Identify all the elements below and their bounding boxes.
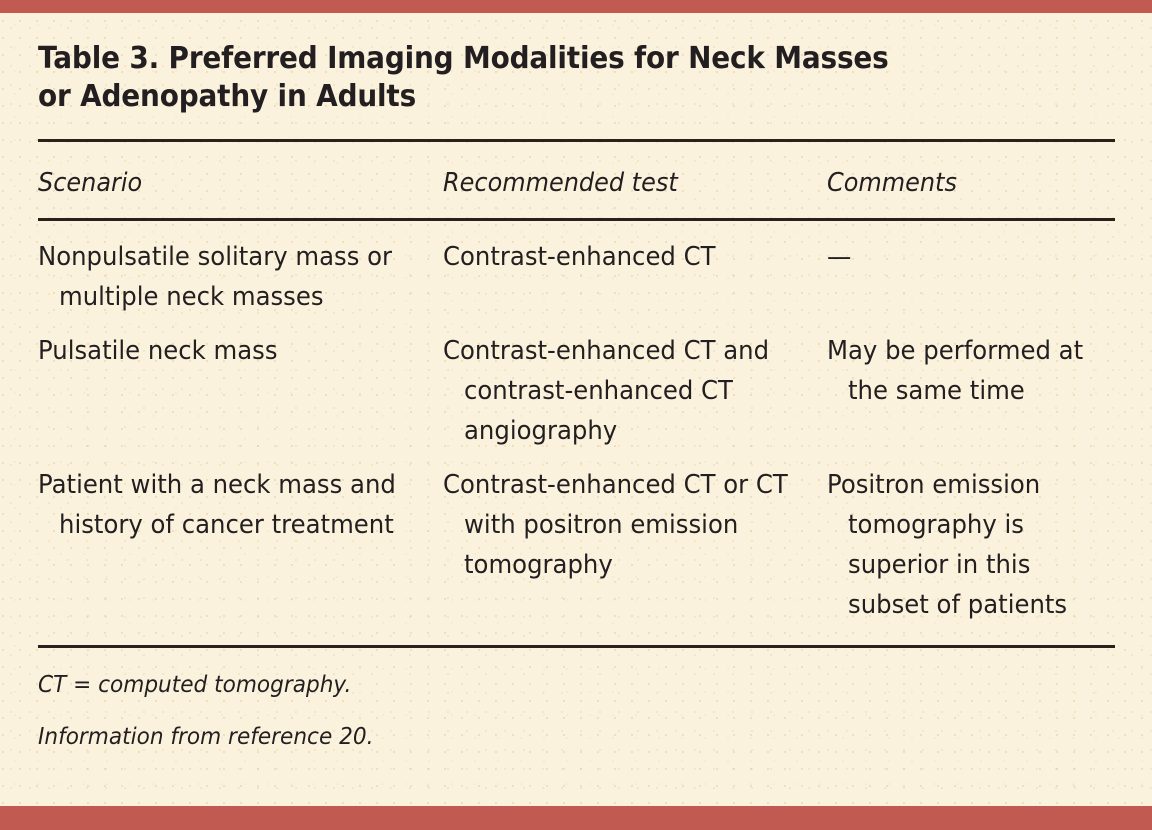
cell-text: Contrast-enhanced CT and contrast-enhanc…	[443, 336, 770, 446]
cell-recommended-test: Contrast-enhanced CT and contrast-enhanc…	[443, 317, 827, 451]
cell-text: Pulsatile neck mass	[38, 336, 278, 366]
table-header-rule	[38, 218, 1115, 221]
table-row: Nonpulsatile solitary mass or multiple n…	[38, 221, 1115, 317]
bottom-color-band	[0, 806, 1152, 830]
cell-text: Positron emission tomography is superior…	[827, 470, 1068, 620]
cell-scenario: Pulsatile neck mass	[38, 317, 443, 451]
top-color-band	[0, 0, 1152, 13]
cell-scenario: Nonpulsatile solitary mass or multiple n…	[38, 221, 443, 317]
cell-text: Patient with a neck mass and history of …	[38, 470, 396, 540]
column-header-comments: Comments	[827, 168, 957, 198]
table-content: Table 3. Preferred Imaging Modalities fo…	[38, 13, 1116, 752]
cell-text: Nonpulsatile solitary mass or multiple n…	[38, 242, 393, 312]
cell-recommended-test: Contrast-enhanced CT	[443, 221, 827, 317]
page-title: Table 3. Preferred Imaging Modalities fo…	[38, 13, 971, 116]
column-header-scenario: Scenario	[38, 168, 143, 198]
cell-text: —	[827, 242, 852, 272]
cell-text: Contrast-enhanced CT or CT with positron…	[443, 470, 788, 580]
page-title-line-1: Table 3. Preferred Imaging Modalities fo…	[38, 41, 889, 76]
footnote-abbreviation: CT = computed tomography.	[38, 672, 352, 698]
cell-text: May be performed at the same time	[827, 336, 1084, 406]
page-title-line-2: or Adenopathy in Adults	[38, 79, 417, 114]
cell-comments: Positron emission tomography is superior…	[827, 451, 1115, 645]
table-row: Pulsatile neck mass Contrast-enhanced CT…	[38, 317, 1115, 451]
column-header-recommended-test: Recommended test	[443, 168, 678, 198]
table-top-rule	[38, 139, 1115, 142]
table-header-row: Scenario Recommended test Comments	[38, 142, 1115, 218]
table-row: Patient with a neck mass and history of …	[38, 451, 1115, 645]
table-bottom-rule	[38, 645, 1115, 648]
footnote-source: Information from reference 20.	[38, 724, 374, 750]
cell-comments: —	[827, 221, 1115, 317]
cell-scenario: Patient with a neck mass and history of …	[38, 451, 443, 645]
imaging-modalities-table-body: Nonpulsatile solitary mass or multiple n…	[38, 221, 1115, 645]
table-footnotes: CT = computed tomography. Information fr…	[38, 648, 1116, 752]
imaging-modalities-table: Scenario Recommended test Comments	[38, 142, 1115, 218]
cell-comments: May be performed at the same time	[827, 317, 1115, 451]
cell-text: Contrast-enhanced CT	[443, 242, 716, 272]
cell-recommended-test: Contrast-enhanced CT or CT with positron…	[443, 451, 827, 645]
